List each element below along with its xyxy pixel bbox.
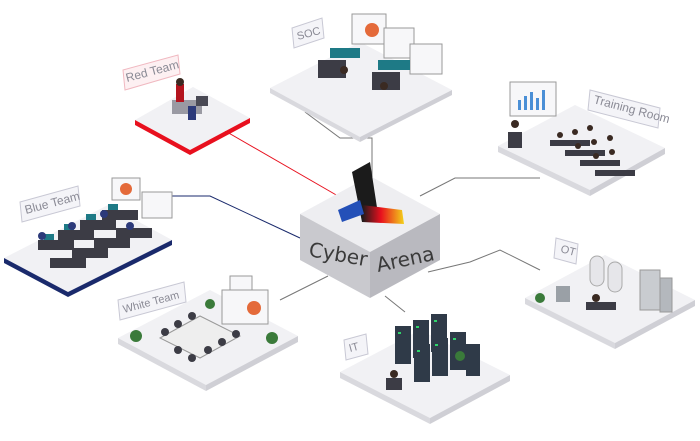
- red-team-zone: Red Team: [122, 54, 250, 155]
- hub-left-side: [300, 214, 370, 298]
- it-label: IT: [343, 333, 369, 361]
- connector-white-team: [279, 275, 329, 301]
- soc-zone: SOC: [270, 13, 452, 142]
- white-team-zone: White Team: [117, 275, 298, 391]
- soc-platform-top: [270, 42, 452, 137]
- it-zone: IT: [340, 314, 510, 424]
- training-room-platform-top: [498, 105, 665, 190]
- connector-it: [384, 295, 406, 313]
- soc-label: SOC: [291, 17, 325, 49]
- blue-team-zone: Blue Team: [4, 177, 173, 297]
- blue-team-platform-edge: [4, 240, 172, 297]
- ot-label-text: OT: [559, 243, 577, 259]
- cyber-arena-hub: Cyber Arena: [300, 162, 440, 298]
- ot-zone: OT: [525, 237, 695, 349]
- connector-blue-team: [172, 195, 301, 239]
- it-label-text: IT: [348, 341, 361, 355]
- ot-label: OT: [553, 237, 579, 265]
- connector-ot: [427, 249, 541, 273]
- red-team-platform-edge: [135, 118, 250, 155]
- blue-team-label: Blue Team: [19, 185, 81, 223]
- connector-training-room: [419, 177, 540, 197]
- cyber-arena-logo: [338, 162, 404, 224]
- soc-label-text: SOC: [296, 25, 322, 43]
- red-team-label: Red Team: [122, 54, 181, 91]
- connector-red-team: [219, 127, 339, 197]
- training-room-zone: Training Room: [498, 81, 671, 196]
- ot-platform-top: [525, 255, 695, 343]
- hub-right-side: [370, 214, 440, 298]
